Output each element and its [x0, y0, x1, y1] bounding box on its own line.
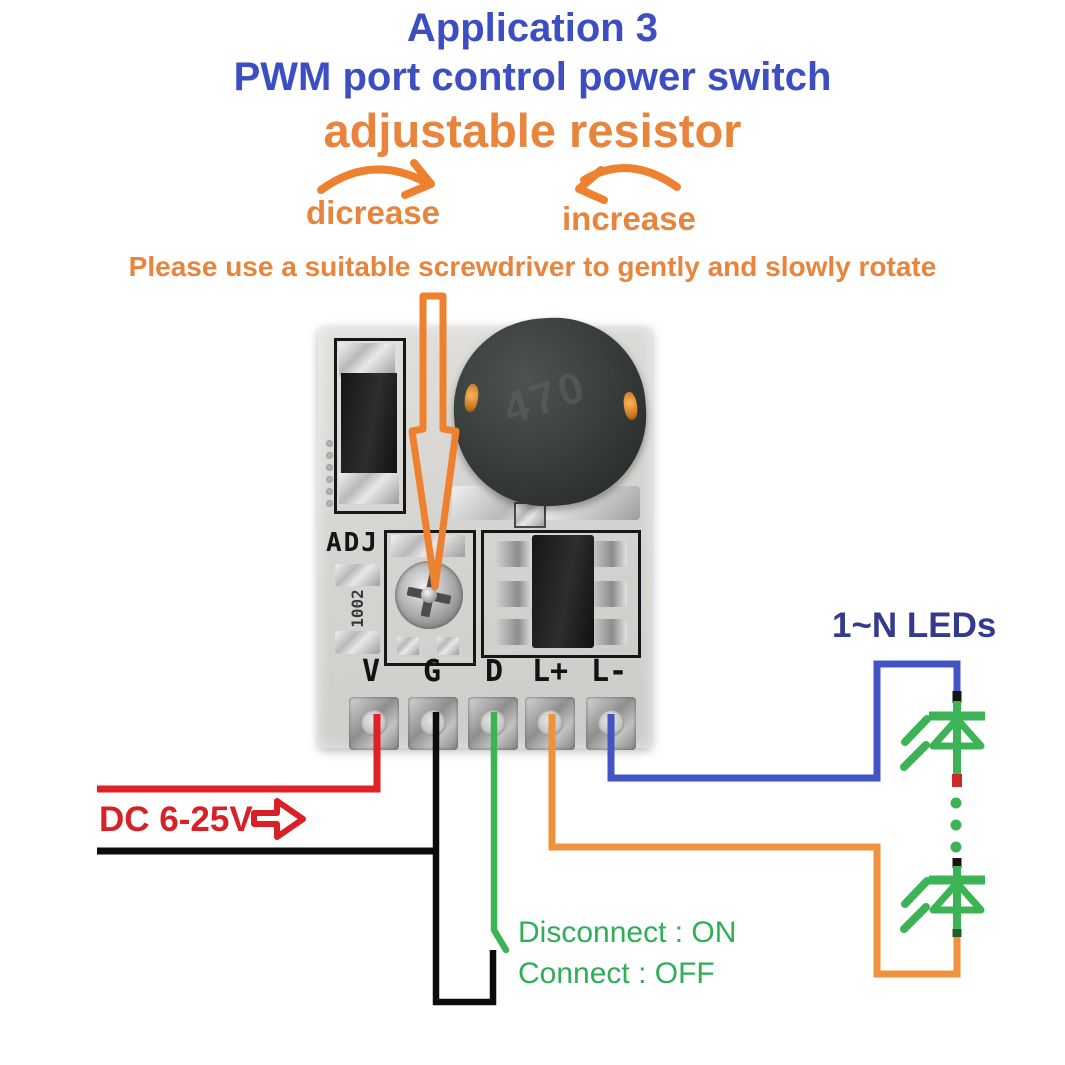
decrease-label: dicrease [306, 194, 440, 231]
switch-note-disconnect: Disconnect : ON [518, 916, 737, 949]
leds-count-label: 1~N LEDs [832, 606, 997, 645]
pin-label-d: D [484, 654, 504, 689]
screwdriver-pointer-arrow-icon [408, 292, 460, 591]
led-series-dots [950, 797, 962, 853]
pin-label-lminus: L- [590, 654, 628, 689]
pin-label-g: G [422, 654, 442, 689]
ic-body [532, 535, 594, 648]
led-symbol-icon-2 [900, 858, 985, 937]
switch-note-connect: Connect : OFF [518, 957, 715, 990]
adj-silkscreen-label: ADJ [326, 528, 379, 558]
capacitor-body [341, 373, 397, 477]
wire-red-vin [97, 714, 381, 793]
increase-arrow-icon [575, 164, 681, 204]
ic-silkscreen-box [481, 530, 641, 658]
wire-black-switch [432, 712, 497, 1006]
dc-input-label: DC 6-25V [99, 800, 253, 839]
title-line2: PWM port control power switch [233, 55, 832, 99]
wire-blue-led-minus [607, 660, 961, 782]
resistor-1002: 1002 [335, 564, 380, 654]
pin-label-v: V [361, 654, 381, 689]
wire-orange-led-plus [548, 714, 961, 978]
potentiometer [395, 561, 463, 629]
title-line3: adjustable resistor [323, 104, 742, 157]
capacitor-silkscreen-box [334, 338, 406, 514]
increase-label: increase [562, 200, 696, 237]
instruction-text: Please use a suitable screwdriver to gen… [128, 251, 937, 282]
led-symbol-icon-1 [900, 691, 985, 787]
decrease-arrow-icon [317, 159, 435, 199]
pin-label-lplus: L+ [531, 654, 569, 689]
potentiometer-silkscreen-box [384, 530, 476, 666]
switch-blade [490, 926, 510, 954]
title-line1: Application 3 [406, 6, 659, 50]
solder-top [339, 343, 395, 377]
solder-bottom [339, 473, 399, 504]
dc-input-arrow-icon [251, 798, 306, 840]
